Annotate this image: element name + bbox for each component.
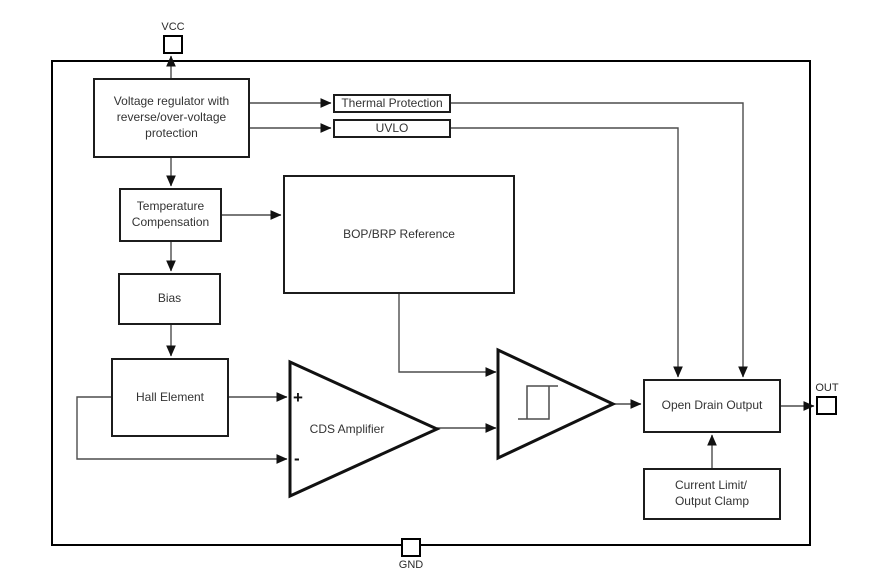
gnd-pin (401, 538, 421, 557)
block-temperature-compensation: Temperature Compensation (119, 188, 222, 242)
block-thermal-protection: Thermal Protection (333, 94, 451, 113)
block-hall-element: Hall Element (111, 358, 229, 437)
out-pin-label: OUT (815, 382, 839, 394)
block-voltage-regulator: Voltage regulator with reverse/over-volt… (93, 78, 250, 158)
cds-minus-input-label: - (294, 449, 300, 468)
schmitt-trigger-triangle (496, 347, 617, 461)
block-bop-brp-reference: BOP/BRP Reference (283, 175, 515, 294)
gnd-pin-label: GND (398, 559, 424, 571)
cds-plus-input-label: + (293, 388, 303, 407)
block-open-drain-output: Open Drain Output (643, 379, 781, 433)
vcc-pin (163, 35, 183, 54)
out-pin (816, 396, 837, 415)
block-uvlo: UVLO (333, 119, 451, 138)
block-bias: Bias (118, 273, 221, 325)
hysteresis-icon (518, 385, 558, 420)
block-current-limit-output-clamp: Current Limit/ Output Clamp (643, 468, 781, 520)
chip-boundary (51, 60, 811, 546)
vcc-pin-label: VCC (161, 21, 185, 33)
wire-thermal-to-open-drain (451, 102, 748, 378)
wire-uvlo-to-open-drain (451, 127, 683, 378)
cds-amplifier-triangle (288, 359, 441, 499)
wire-bop-to-schmitt (398, 294, 497, 377)
wire-hall-to-cds-minus (76, 396, 288, 464)
cds-amplifier-label: CDS Amplifier (309, 422, 385, 436)
